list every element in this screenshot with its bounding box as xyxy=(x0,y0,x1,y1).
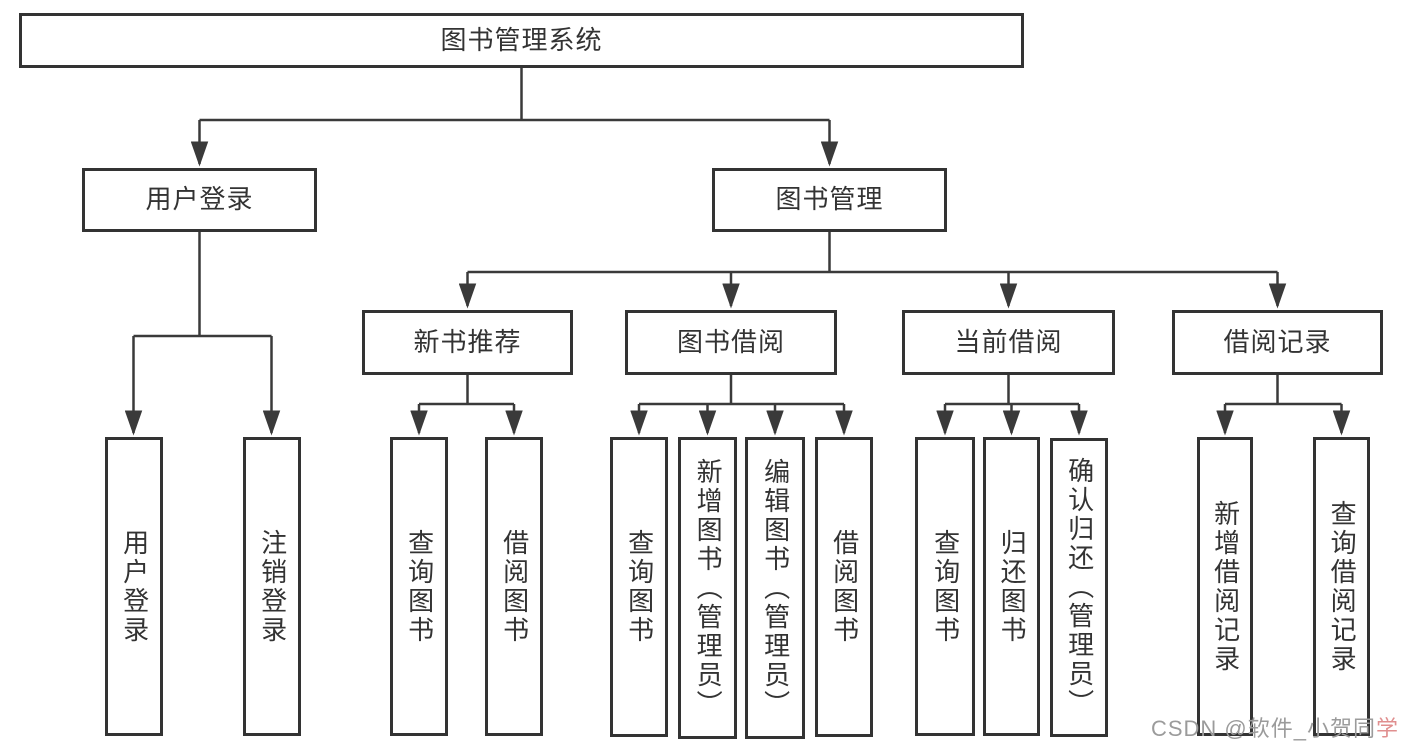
node-query-books-3: 查询图书 xyxy=(915,437,975,736)
node-add-book-label: 新增图书（管理员） xyxy=(693,457,724,719)
node-borrow-book-1: 借阅图书 xyxy=(485,437,543,736)
node-user-login-leaf-label: 用户登录 xyxy=(119,528,150,645)
node-confirm-return: 确认归还（管理员） xyxy=(1050,438,1108,737)
watermark-text: CSDN @软件_小贺同 xyxy=(1150,716,1376,741)
node-borrow-book-2: 借阅图书 xyxy=(815,437,873,737)
node-query-books-2: 查询图书 xyxy=(610,437,668,737)
node-root: 图书管理系统 xyxy=(19,13,1024,68)
watermark: CSDN @软件_小贺同学 xyxy=(1151,711,1399,743)
node-borrow-book-1-label: 借阅图书 xyxy=(499,528,530,645)
node-book-borrow-label: 图书借阅 xyxy=(676,326,785,357)
node-query-borrow-record-label: 查询借阅记录 xyxy=(1327,499,1358,674)
node-logout-leaf-label: 注销登录 xyxy=(257,528,288,645)
node-borrow-records: 借阅记录 xyxy=(1172,310,1383,375)
node-borrow-records-label: 借阅记录 xyxy=(1223,326,1332,357)
node-borrow-book-2-label: 借阅图书 xyxy=(829,529,860,645)
node-book-mgmt-label: 图书管理 xyxy=(775,184,884,215)
node-book-mgmt: 图书管理 xyxy=(712,168,947,232)
node-new-book-rec: 新书推荐 xyxy=(362,310,573,375)
node-confirm-return-label: 确认归还（管理员） xyxy=(1064,457,1095,718)
node-current-borrow-label: 当前借阅 xyxy=(954,326,1063,357)
node-root-label: 图书管理系统 xyxy=(440,24,603,55)
node-add-book: 新增图书（管理员） xyxy=(678,437,737,739)
node-user-login-leaf: 用户登录 xyxy=(105,437,163,736)
node-add-borrow-record: 新增借阅记录 xyxy=(1197,437,1253,736)
watermark-accent-text: 学 xyxy=(1375,716,1399,741)
node-query-books-3-label: 查询图书 xyxy=(930,528,961,645)
node-return-book: 归还图书 xyxy=(983,437,1040,736)
node-user-login: 用户登录 xyxy=(82,168,317,232)
node-book-borrow: 图书借阅 xyxy=(625,310,837,375)
node-edit-book: 编辑图书（管理员） xyxy=(745,437,805,739)
node-logout-leaf: 注销登录 xyxy=(243,437,301,736)
node-current-borrow: 当前借阅 xyxy=(902,310,1115,375)
node-user-login-label: 用户登录 xyxy=(145,184,254,215)
node-query-borrow-record: 查询借阅记录 xyxy=(1313,437,1370,736)
node-query-books-1-label: 查询图书 xyxy=(404,528,435,645)
node-query-books-1: 查询图书 xyxy=(390,437,448,736)
node-return-book-label: 归还图书 xyxy=(997,528,1028,645)
node-edit-book-label: 编辑图书（管理员） xyxy=(760,457,791,719)
node-query-books-2-label: 查询图书 xyxy=(624,529,655,645)
node-add-borrow-record-label: 新增借阅记录 xyxy=(1210,499,1241,674)
node-new-book-rec-label: 新书推荐 xyxy=(413,326,522,357)
